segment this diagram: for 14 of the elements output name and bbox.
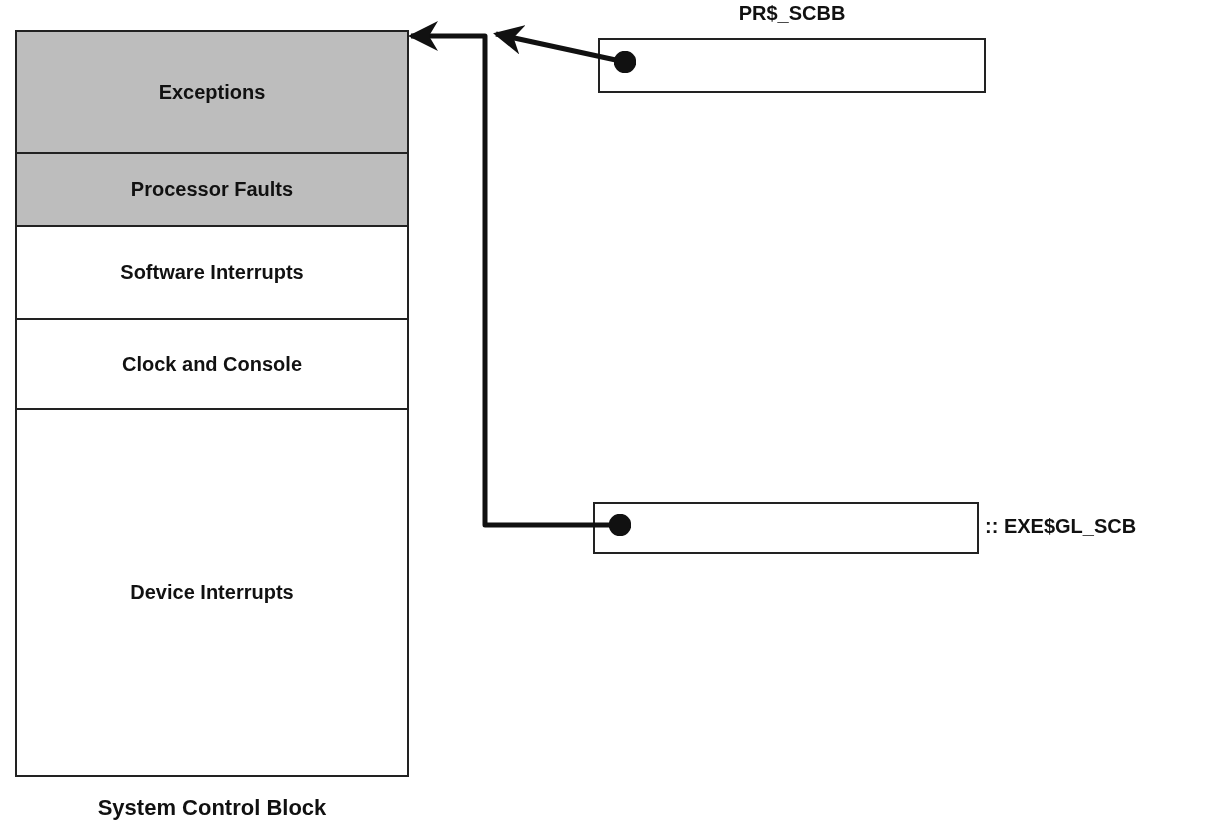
memory-section <box>17 32 407 154</box>
register-box <box>598 38 986 93</box>
section-label: Software Interrupts <box>120 261 304 284</box>
section-label: Exceptions <box>158 80 266 104</box>
section-label: Processor Faults <box>130 178 294 201</box>
register-name: :: EXE$GL_SCB <box>985 515 1138 538</box>
arrow <box>493 25 637 74</box>
block-title: System Control Block <box>96 795 328 821</box>
memory-section <box>17 154 407 227</box>
register-name: PR$_SCBB <box>737 2 847 25</box>
register-box <box>593 502 979 554</box>
arrow <box>408 21 632 537</box>
section-label: Device Interrupts <box>130 581 294 604</box>
section-label: Clock and Console <box>122 352 302 376</box>
